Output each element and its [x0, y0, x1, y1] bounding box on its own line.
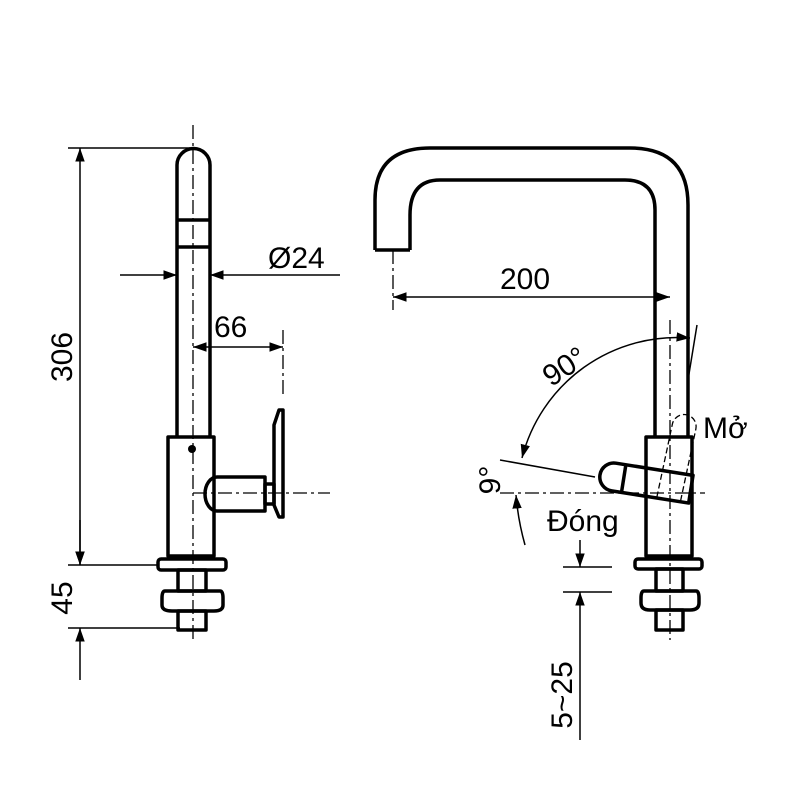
side-spout-pipe — [175, 146, 212, 437]
open-label: Mở — [703, 412, 748, 445]
side-handle-lever — [272, 408, 285, 519]
rotation-angle-label: 90° — [537, 341, 593, 393]
side-tail — [176, 609, 208, 632]
dim-306-label: 306 — [46, 332, 79, 382]
closed-label: Đóng — [547, 505, 619, 538]
closed-handle — [598, 461, 695, 505]
side-nut — [160, 589, 225, 613]
rotation-arc-90 — [520, 332, 691, 459]
closed-position-line — [499, 459, 596, 478]
side-view: 306 45 Ø24 66 — [46, 125, 340, 680]
front-nut — [639, 589, 701, 612]
dim-counter-label: 5~25 — [546, 661, 579, 729]
front-spout-inner — [408, 178, 657, 437]
side-handle-stem — [203, 475, 267, 513]
side-body-dot — [188, 445, 196, 453]
dim-200-label: 200 — [500, 263, 550, 296]
front-spout-outer — [373, 146, 690, 437]
dim-diameter-label: Ø24 — [268, 242, 325, 275]
dim-45-label: 45 — [46, 581, 79, 614]
dim-66-label: 66 — [214, 311, 247, 344]
side-body — [166, 435, 216, 558]
closed-angle-arc — [512, 494, 526, 546]
front-view: 90° 9° Mở Đóng 200 5~25 — [373, 146, 748, 740]
side-shank — [176, 568, 208, 593]
closed-angle-label: 9° — [474, 466, 507, 495]
